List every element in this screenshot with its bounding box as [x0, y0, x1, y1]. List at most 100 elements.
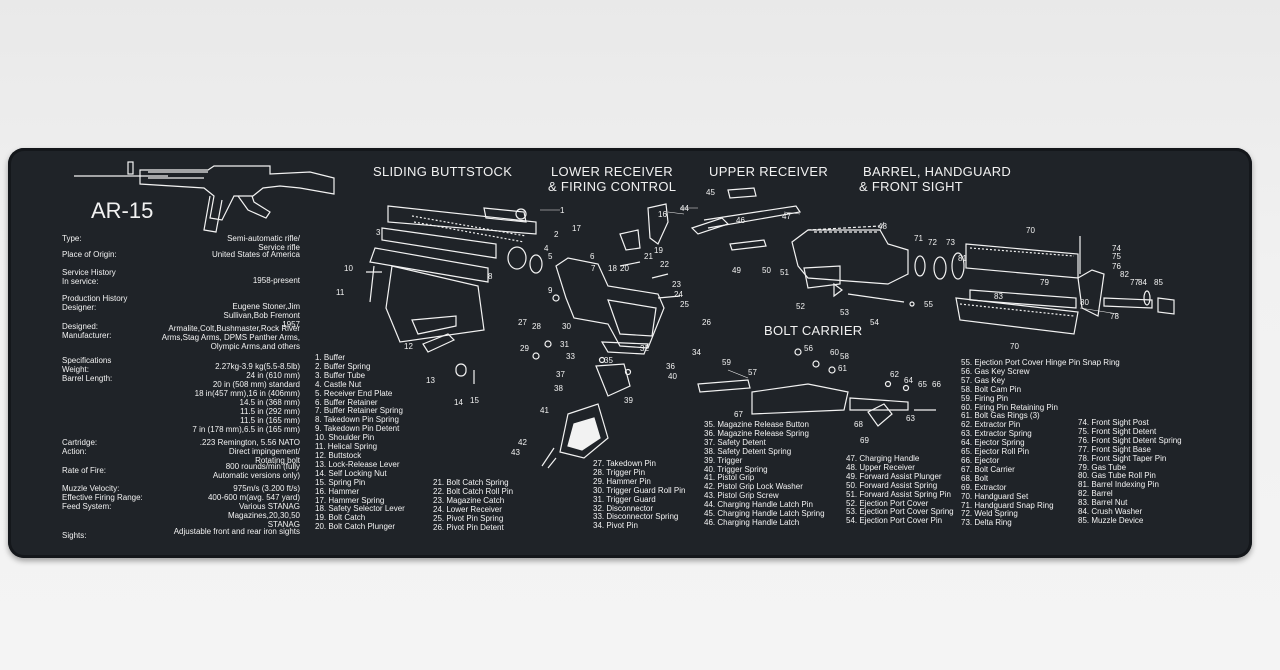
spec-value: Adjustable front and rear iron sights	[173, 527, 300, 536]
callout-7: 7	[591, 264, 596, 273]
callout-60: 60	[830, 348, 839, 357]
callout-48: 48	[878, 222, 887, 231]
callout-82: 82	[1120, 270, 1129, 279]
part-item: 29. Hammer Pin	[593, 476, 651, 486]
callout-46: 46	[736, 216, 745, 225]
callout-14: 14	[454, 398, 463, 407]
callout-41: 41	[540, 406, 549, 415]
part-item: 60. Firing Pin Retaining Pin	[961, 402, 1058, 412]
part-item: 16. Hammer	[315, 486, 360, 496]
part-item: 61. Bolt Gas Rings (3)	[961, 411, 1040, 421]
callout-10: 10	[344, 264, 353, 273]
part-item: 71. Handguard Snap Ring	[961, 500, 1054, 510]
part-item: 34. Pivot Pin	[593, 521, 638, 531]
part-item: 21. Bolt Catch Spring	[433, 478, 509, 487]
callout-67: 67	[734, 410, 743, 419]
spec-value: Semi-automatic rifle/Service rifle	[227, 234, 300, 252]
callout-39: 39	[624, 396, 633, 405]
callout-70-lower: 70	[1010, 342, 1019, 351]
gun-mat: AR-15 SLIDING BUTTSTOCK LOWER RECEIVER &…	[8, 148, 1252, 558]
part-item: 17. Hammer Spring	[315, 495, 385, 505]
callout-23: 23	[672, 280, 681, 289]
callout-47: 47	[782, 212, 791, 221]
part-item: 81. Barrel Indexing Pin	[1078, 480, 1159, 490]
callout-34: 34	[692, 348, 701, 357]
part-item: 53. Ejection Port Cover Spring	[846, 507, 954, 517]
part-item: 78. Front Sight Taper Pin	[1078, 453, 1167, 463]
part-item: 69. Extractor	[961, 482, 1007, 492]
part-item: 27. Takedown Pin	[593, 459, 657, 468]
callout-84: 84	[1138, 278, 1147, 287]
callout-18: 18	[608, 264, 617, 273]
callout-57: 57	[748, 368, 757, 377]
part-item: 54. Ejection Port Cover Pin	[846, 516, 943, 526]
part-item: 32. Disconnector	[593, 503, 654, 513]
callout-81: 81	[958, 254, 967, 263]
part-item: 55. Ejection Port Cover Hinge Pin Snap R…	[961, 358, 1120, 367]
part-item: 20. Bolt Catch Plunger	[315, 522, 396, 532]
part-item: 7. Buffer Retainer Spring	[315, 406, 403, 416]
callout-37: 37	[556, 370, 565, 379]
ar15-rifle-silhouette-icon	[74, 161, 1175, 469]
callout-52: 52	[796, 302, 805, 311]
callout-11: 11	[336, 288, 345, 297]
callout-35: 35	[604, 356, 613, 365]
callout-1: 1	[560, 206, 565, 215]
callout-9: 9	[548, 286, 553, 295]
part-item: 19. Bolt Catch	[315, 513, 366, 523]
callout-79: 79	[1040, 278, 1049, 287]
callout-69: 69	[860, 436, 869, 445]
part-item: 79. Gas Tube	[1078, 462, 1127, 472]
callout-38: 38	[554, 384, 563, 393]
callout-83: 83	[994, 292, 1003, 301]
callout-33: 33	[566, 352, 575, 361]
part-item: 48. Upper Receiver	[846, 462, 915, 472]
callout-61: 61	[838, 364, 847, 373]
part-item: 4. Castle Nut	[315, 379, 362, 389]
callout-62: 62	[890, 370, 899, 379]
callout-25: 25	[680, 300, 689, 309]
callout-29: 29	[520, 344, 529, 353]
callout-70: 70	[1026, 226, 1035, 235]
part-item: 62. Extractor Pin	[961, 420, 1021, 430]
callout-27: 27	[518, 318, 527, 327]
part-item: 64. Ejector Spring	[961, 438, 1025, 448]
heading-firing-control: & FIRING CONTROL	[548, 179, 677, 194]
spec-value: United States of America	[211, 250, 300, 259]
part-item: 84. Crush Washer	[1078, 507, 1143, 517]
callout-13: 13	[426, 376, 435, 385]
part-item: 51. Forward Assist Spring Pin	[846, 489, 951, 499]
part-item: 41. Pistol Grip	[704, 473, 755, 483]
callout-36: 36	[666, 362, 675, 371]
callout-72: 72	[928, 238, 937, 247]
part-item: 57. Gas Key	[961, 375, 1006, 385]
spec-label: Service History In service:	[62, 268, 116, 286]
callout-24: 24	[674, 290, 683, 299]
callout-65: 65	[918, 380, 927, 389]
callout-21: 21	[644, 252, 653, 261]
part-item: 5. Receiver End Plate	[315, 388, 393, 398]
callout-56: 56	[804, 344, 813, 353]
callout-4: 4	[544, 244, 549, 253]
callout-20: 20	[620, 264, 629, 273]
callout-31: 31	[560, 340, 569, 349]
part-item: 52. Ejection Port Cover	[846, 498, 929, 508]
spec-value: 1958-present	[252, 276, 300, 285]
callout-75: 75	[1112, 252, 1121, 261]
part-item: 59. Firing Pin	[961, 393, 1009, 403]
callout-42: 42	[518, 438, 527, 447]
callout-22: 22	[660, 260, 669, 269]
part-item: 18. Safety Selector Lever	[315, 504, 405, 514]
part-item: 43. Pistol Grip Screw	[704, 491, 779, 501]
part-item: 9. Takedown Pin Detent	[315, 424, 400, 434]
callout-16: 16	[658, 210, 667, 219]
part-item: 6. Buffer Retainer	[315, 397, 378, 407]
part-item: 75. Front Sight Detent	[1078, 426, 1157, 436]
callout-30: 30	[562, 322, 571, 331]
